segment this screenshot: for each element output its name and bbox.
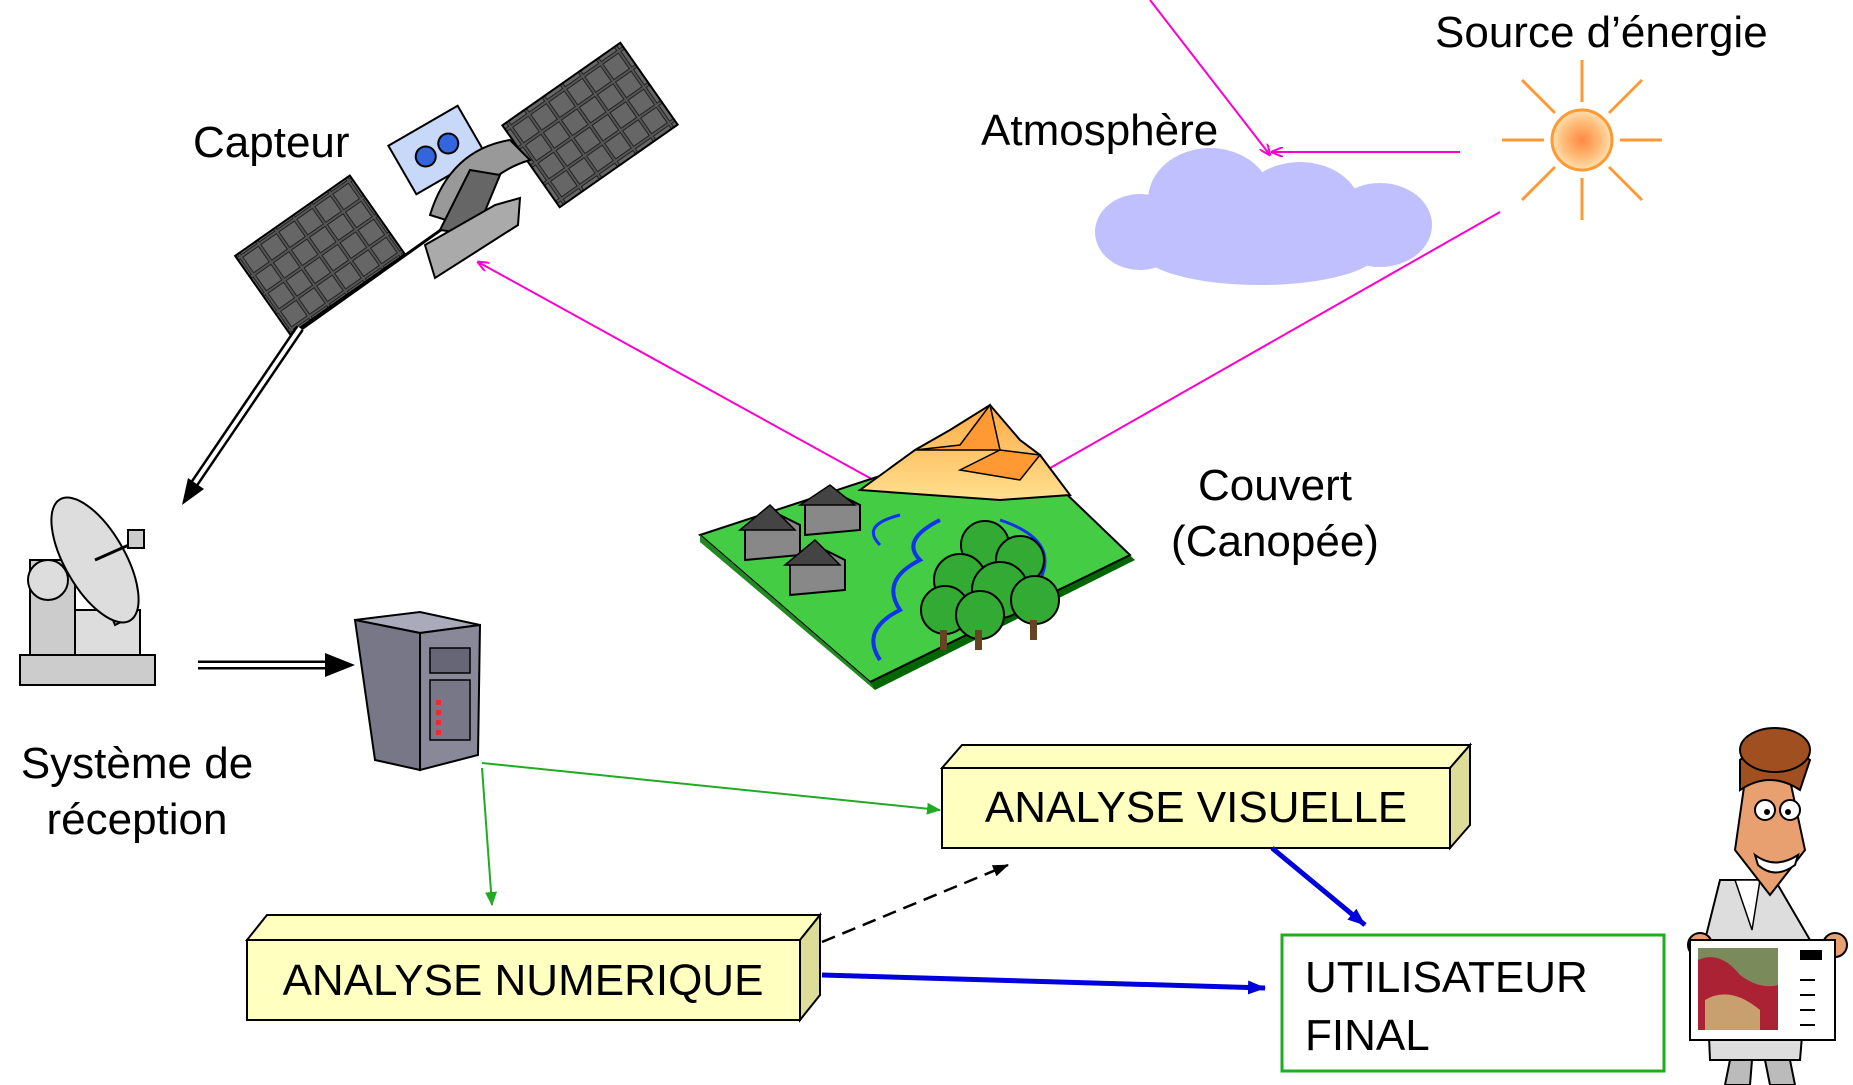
processing-arrows: [481, 762, 941, 906]
visual-analysis-box: ANALYSE VISUELLE: [939, 742, 1473, 851]
end-user-label-line2: FINAL: [1305, 1011, 1430, 1060]
computer-icon: [353, 610, 482, 772]
end-user-label-line1: UTILISATEUR: [1305, 953, 1588, 1002]
ray-incoming-top: [1149, 0, 1270, 155]
satellite-icon: [233, 41, 680, 336]
numeric-to-visual-dashed-arrow: [821, 863, 1009, 944]
receiving-station-icon: [19, 496, 156, 686]
cartoon-user-icon: [1687, 727, 1848, 1085]
sensor-label: Capteur: [193, 118, 350, 167]
end-user-box: UTILISATEUR FINAL: [1280, 933, 1666, 1073]
reception-label-line2: réception: [46, 795, 227, 844]
energy-source-label: Source d’énergie: [1435, 8, 1768, 57]
reception-label-line1: Système de: [21, 739, 253, 788]
downlink-arrow: [182, 325, 304, 505]
canopy-label-line2: (Canopée): [1171, 517, 1379, 566]
terrain-icon: [698, 403, 1135, 690]
numeric-to-user-arrow: [821, 972, 1266, 995]
numeric-analysis-box: ANALYSE NUMERIQUE: [244, 912, 823, 1023]
reception-to-computer-arrow: [198, 653, 355, 677]
numeric-analysis-label: ANALYSE NUMERIQUE: [283, 956, 764, 1005]
visual-to-user-arrow: [1270, 846, 1367, 927]
sun-icon: [1502, 60, 1662, 220]
computer-to-visual-arrow: [481, 762, 941, 815]
result-arrows: [821, 846, 1367, 995]
atmosphere-label: Atmosphère: [981, 106, 1218, 155]
computer-to-numeric-arrow: [481, 767, 498, 906]
canopy-label-line1: Couvert: [1198, 461, 1352, 510]
cloud-icon: [1095, 148, 1432, 285]
visual-analysis-label: ANALYSE VISUELLE: [985, 783, 1407, 832]
